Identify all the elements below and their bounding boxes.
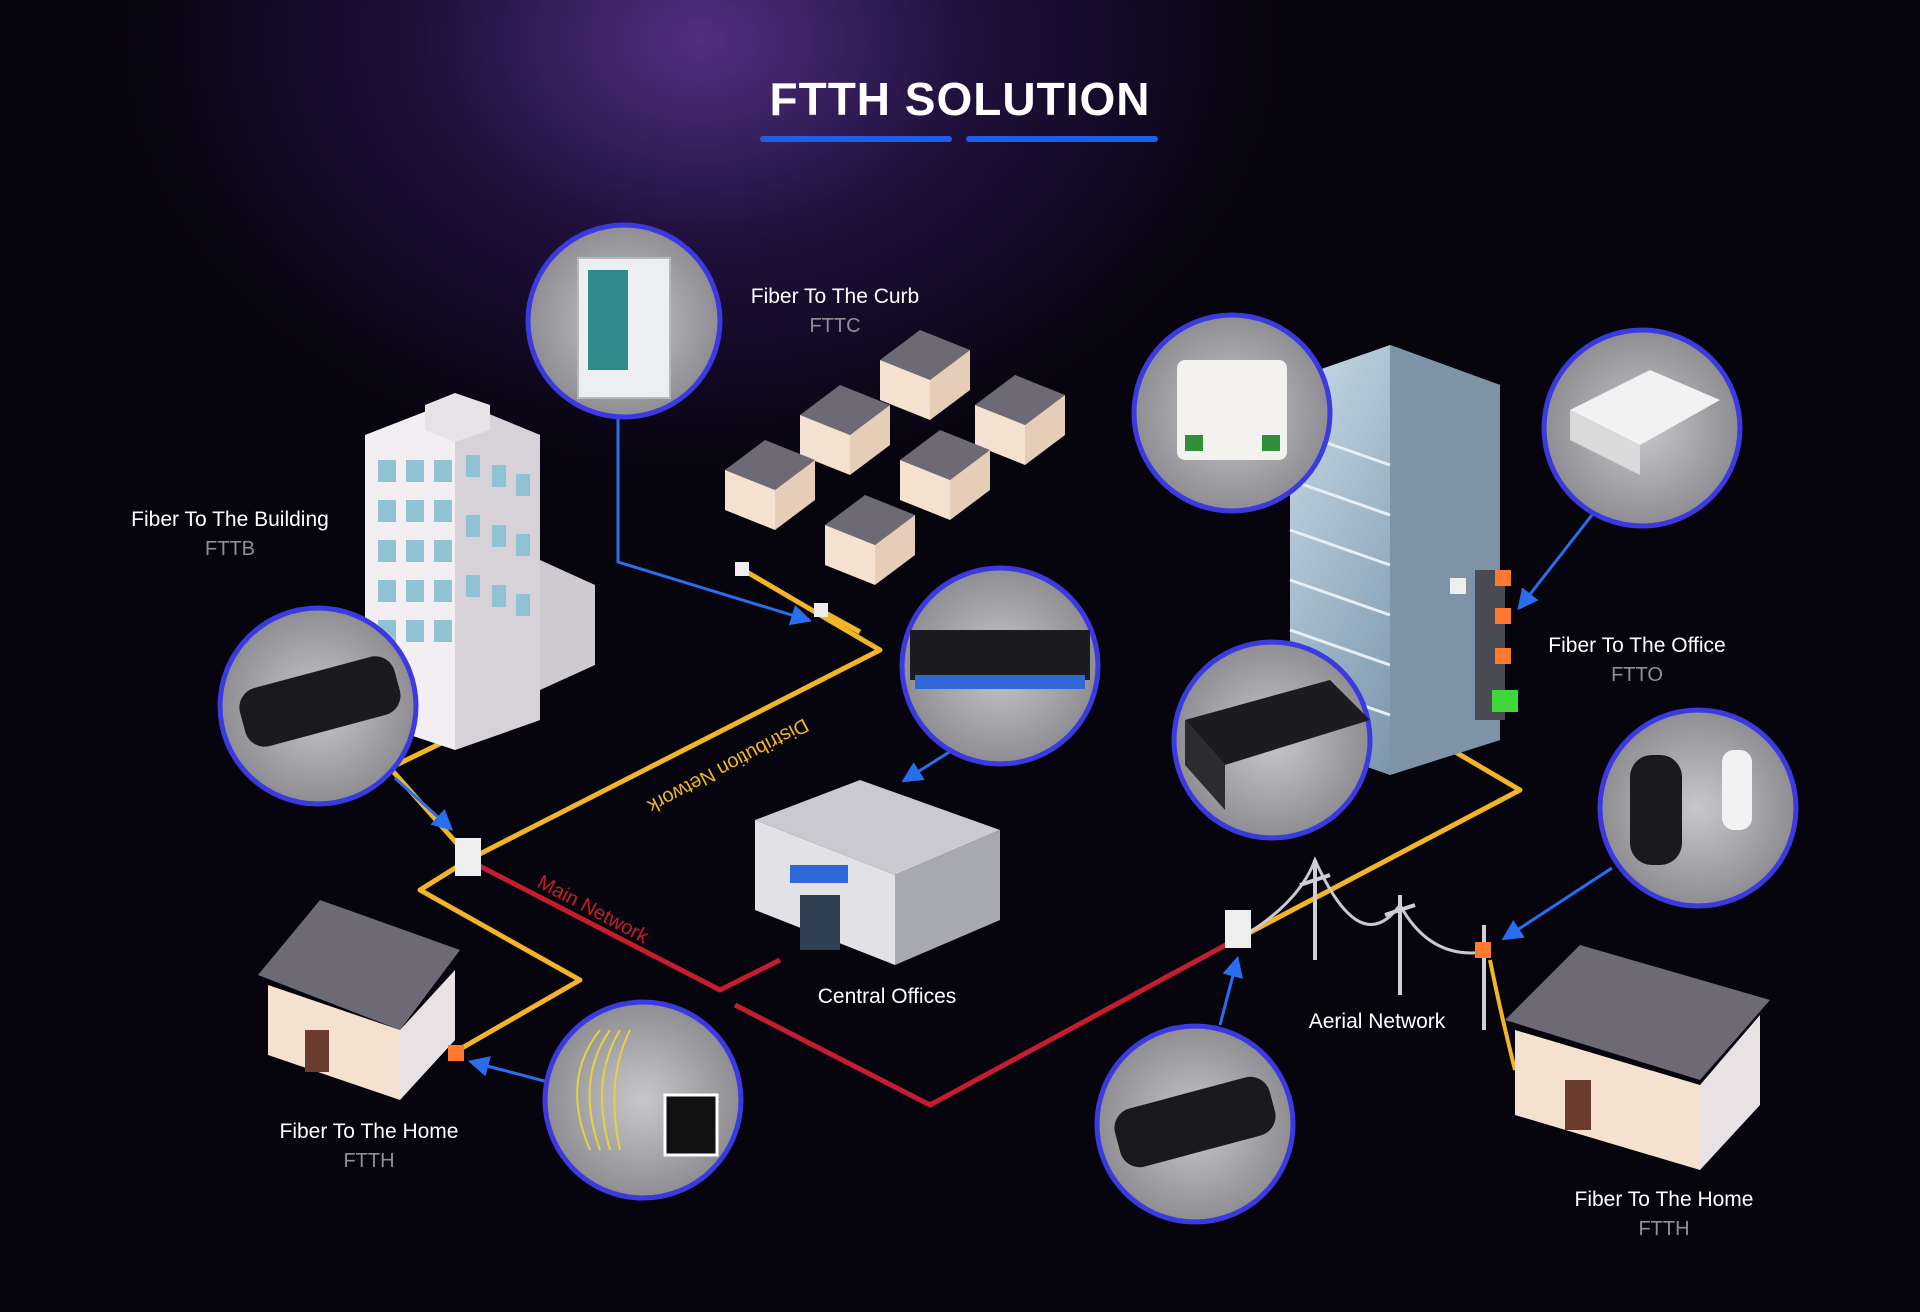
connector-boxes: [448, 562, 1518, 1061]
label-central-offices: Central Offices: [817, 985, 957, 1008]
equipment-circle-patch-drawer: [1171, 639, 1373, 841]
equipment-circle-rack-odf: [899, 565, 1101, 767]
equipment-circle-dome-closure: [1597, 707, 1799, 909]
main-network-lines: [466, 857, 1237, 1108]
label-ftto-sub: FTTO: [1611, 664, 1663, 686]
label-ftth-left-sub: FTTH: [343, 1150, 395, 1172]
label-aerial-network: Aerial Network: [1308, 1010, 1446, 1033]
label-ftth-left-title: Fiber To The Home: [279, 1120, 459, 1143]
equipment-circle-wall-terminal: [1131, 312, 1333, 514]
central-office-building: [755, 780, 1000, 965]
label-ftth-left: Fiber To The Home FTTH: [280, 1120, 459, 1173]
fttb-apartment-building: [365, 393, 595, 750]
page-title: FTTH SOLUTION: [769, 73, 1151, 125]
equipment-circle-outdoor-box: [1541, 327, 1743, 529]
label-fttc: Fiber To The Curb FTTC: [751, 285, 919, 338]
equipment-circle-plc-splitter: [542, 999, 744, 1201]
title-underline: [760, 136, 1158, 142]
ftto-office-tower: [1289, 345, 1505, 775]
label-ftth-right: Fiber To The Home FTTH: [1575, 1188, 1754, 1241]
label-fttc-sub: FTTC: [809, 315, 861, 337]
equipment-circle-splice-closure-aerial: [1094, 1023, 1296, 1225]
label-ftth-right-sub: FTTH: [1638, 1218, 1690, 1240]
label-fttc-title: Fiber To The Curb: [750, 285, 920, 308]
label-ftth-right-title: Fiber To The Home: [1574, 1188, 1754, 1211]
label-ftto-title: Fiber To The Office: [1548, 634, 1726, 657]
main-network-label: Main Network: [534, 871, 653, 948]
ftth-left-house: [258, 900, 460, 1100]
label-ftto: Fiber To The Office FTTO: [1548, 634, 1725, 687]
equipment-circle-splice-closure-left: [217, 605, 419, 807]
label-fttb: Fiber To The Building FTTB: [131, 508, 329, 561]
label-fttb-sub: FTTB: [205, 538, 255, 560]
ftth-right-house: [1505, 945, 1770, 1170]
aerial-cables: [1249, 856, 1517, 1071]
equipment-circle-cabinet: [525, 222, 723, 420]
fttc-house-cluster: [725, 330, 1065, 585]
label-fttb-title: Fiber To The Building: [131, 508, 329, 531]
